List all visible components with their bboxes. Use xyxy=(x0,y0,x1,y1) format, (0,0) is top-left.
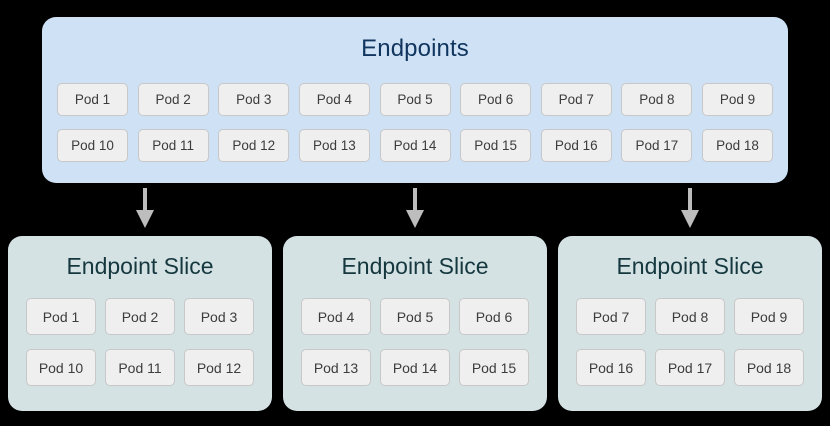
endpoint-slice-panel: Endpoint Slice Pod 7 Pod 8 Pod 9 Pod 16 … xyxy=(558,236,822,411)
pod-chip: Pod 2 xyxy=(137,83,209,116)
endpoint-slice-pod-row: Pod 16 Pod 17 Pod 18 xyxy=(576,349,804,386)
endpoint-slice-pod-grid: Pod 4 Pod 5 Pod 6 Pod 13 Pod 14 Pod 15 xyxy=(301,298,529,386)
pod-chip: Pod 13 xyxy=(301,349,371,386)
pod-chip: Pod 1 xyxy=(26,298,96,335)
endpoint-slice-pod-row: Pod 7 Pod 8 Pod 9 xyxy=(576,298,804,335)
pod-chip: Pod 15 xyxy=(460,129,532,162)
pod-chip: Pod 11 xyxy=(105,349,175,386)
pod-chip: Pod 18 xyxy=(702,129,773,162)
pod-chip: Pod 10 xyxy=(57,129,128,162)
pod-chip: Pod 5 xyxy=(380,298,450,335)
pod-chip: Pod 6 xyxy=(459,298,529,335)
pod-chip: Pod 14 xyxy=(379,129,451,162)
endpoint-slice-pod-grid: Pod 1 Pod 2 Pod 3 Pod 10 Pod 11 Pod 12 xyxy=(26,298,254,386)
endpoint-slice-title: Endpoint Slice xyxy=(66,253,214,279)
endpoints-pod-row: Pod 10 Pod 11 Pod 12 Pod 13 Pod 14 Pod 1… xyxy=(57,129,773,162)
pod-chip: Pod 12 xyxy=(184,349,254,386)
endpoints-pod-row: Pod 1 Pod 2 Pod 3 Pod 4 Pod 5 Pod 6 Pod … xyxy=(57,83,773,116)
arrow-down-icon xyxy=(402,188,428,228)
endpoint-slice-pod-row: Pod 13 Pod 14 Pod 15 xyxy=(301,349,529,386)
pod-chip: Pod 15 xyxy=(459,349,529,386)
endpoint-slice-pod-row: Pod 1 Pod 2 Pod 3 xyxy=(26,298,254,335)
endpoint-slice-panel: Endpoint Slice Pod 4 Pod 5 Pod 6 Pod 13 … xyxy=(283,236,547,411)
endpoint-slice-title: Endpoint Slice xyxy=(341,253,489,279)
endpoint-slice-pod-grid: Pod 7 Pod 8 Pod 9 Pod 16 Pod 17 Pod 18 xyxy=(576,298,804,386)
pod-chip: Pod 4 xyxy=(301,298,371,335)
pod-chip: Pod 9 xyxy=(702,83,773,116)
endpoint-slice-pod-row: Pod 10 Pod 11 Pod 12 xyxy=(26,349,254,386)
pod-chip: Pod 7 xyxy=(576,298,646,335)
pod-chip: Pod 17 xyxy=(655,349,725,386)
pod-chip: Pod 3 xyxy=(218,83,290,116)
pod-chip: Pod 6 xyxy=(460,83,532,116)
pod-chip: Pod 8 xyxy=(621,83,693,116)
pod-chip: Pod 11 xyxy=(137,129,209,162)
pod-chip: Pod 18 xyxy=(734,349,804,386)
pod-chip: Pod 16 xyxy=(540,129,612,162)
pod-chip: Pod 10 xyxy=(26,349,96,386)
endpoint-slice-panel: Endpoint Slice Pod 1 Pod 2 Pod 3 Pod 10 … xyxy=(8,236,272,411)
pod-chip: Pod 2 xyxy=(105,298,175,335)
pod-chip: Pod 3 xyxy=(184,298,254,335)
endpoints-pod-grid: Pod 1 Pod 2 Pod 3 Pod 4 Pod 5 Pod 6 Pod … xyxy=(57,83,773,162)
arrow-down-icon xyxy=(132,188,158,228)
endpoint-slice-pod-row: Pod 4 Pod 5 Pod 6 xyxy=(301,298,529,335)
pod-chip: Pod 7 xyxy=(540,83,612,116)
pod-chip: Pod 14 xyxy=(380,349,450,386)
arrow-down-icon xyxy=(677,188,703,228)
pod-chip: Pod 8 xyxy=(655,298,725,335)
endpoints-panel: Endpoints Pod 1 Pod 2 Pod 3 Pod 4 Pod 5 … xyxy=(42,17,788,183)
pod-chip: Pod 16 xyxy=(576,349,646,386)
pod-chip: Pod 13 xyxy=(298,129,370,162)
endpoints-title: Endpoints xyxy=(361,35,469,62)
pod-chip: Pod 9 xyxy=(734,298,804,335)
pod-chip: Pod 17 xyxy=(621,129,693,162)
pod-chip: Pod 4 xyxy=(298,83,370,116)
pod-chip: Pod 12 xyxy=(218,129,290,162)
endpoint-slice-title: Endpoint Slice xyxy=(616,253,764,279)
pod-chip: Pod 5 xyxy=(379,83,451,116)
pod-chip: Pod 1 xyxy=(57,83,128,116)
